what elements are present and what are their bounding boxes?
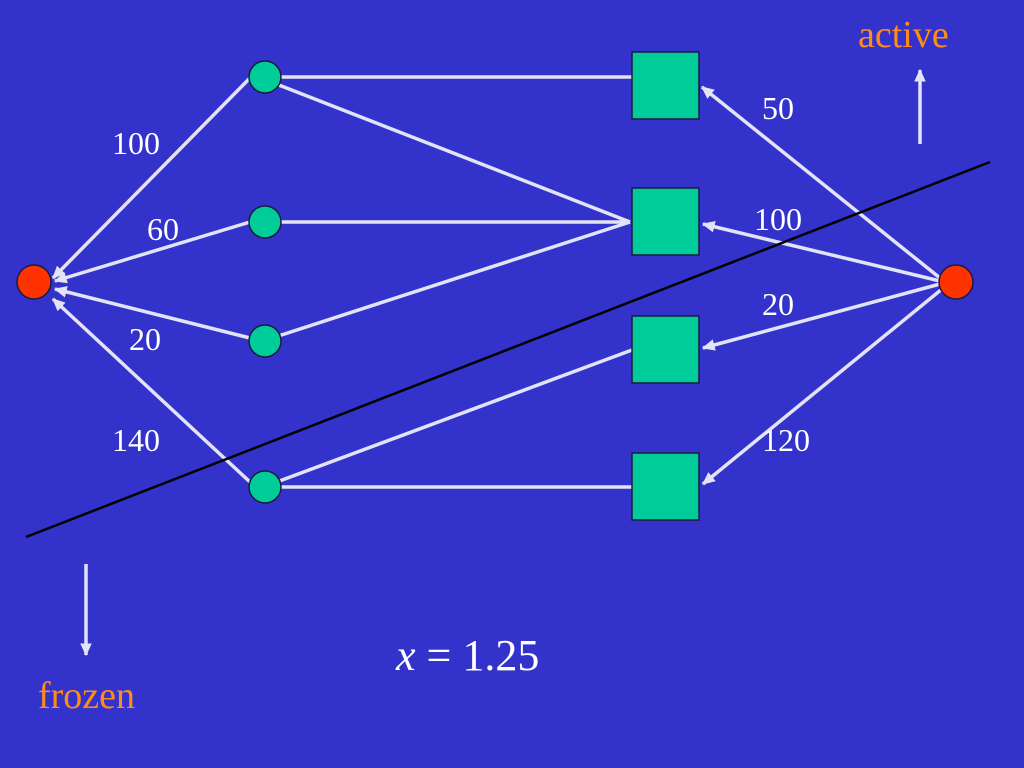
equation-equals: = [416,631,463,680]
edge-label-right-2: 100 [754,201,802,237]
edge-s3-to-c4 [265,348,633,488]
edge-label-left-1: 100 [112,125,160,161]
edge-label-left-2: 60 [147,211,179,247]
square-node-4 [631,452,700,521]
edge-source-to-s3 [701,282,941,351]
frozen-label: frozen [38,675,135,717]
edge-s2-to-c3 [265,220,631,342]
edge-c1-to-sink [51,76,252,280]
edge-c3-to-sink [53,286,251,340]
square-node-1 [631,51,700,120]
edge-source-to-s4 [701,287,944,486]
edge-s2-to-c1 [265,78,631,224]
source-node [938,264,974,300]
circle-node-2 [248,205,282,239]
equation: x = 1.25 [395,631,539,680]
equation-value: 1.25 [462,631,539,680]
edge-c4-to-sink [51,297,252,484]
square-node-2 [631,187,700,256]
active-label: active [858,14,949,56]
edge-source-to-s2 [701,221,941,283]
edge-label-left-4: 140 [112,422,160,458]
edge-source-to-s1 [700,85,942,280]
sink-node [16,264,52,300]
edge-c2-to-sink [53,220,251,284]
edge-label-right-3: 20 [762,286,794,322]
circle-node-1 [248,60,282,94]
cut-line [25,160,991,539]
edge-label-right-1: 50 [762,90,794,126]
edge-label-right-4: 120 [762,422,810,458]
square-node-3 [631,315,700,384]
edge-label-left-3: 20 [129,321,161,357]
circle-node-4 [248,470,282,504]
equation-variable: x [395,631,416,680]
circle-node-3 [248,324,282,358]
